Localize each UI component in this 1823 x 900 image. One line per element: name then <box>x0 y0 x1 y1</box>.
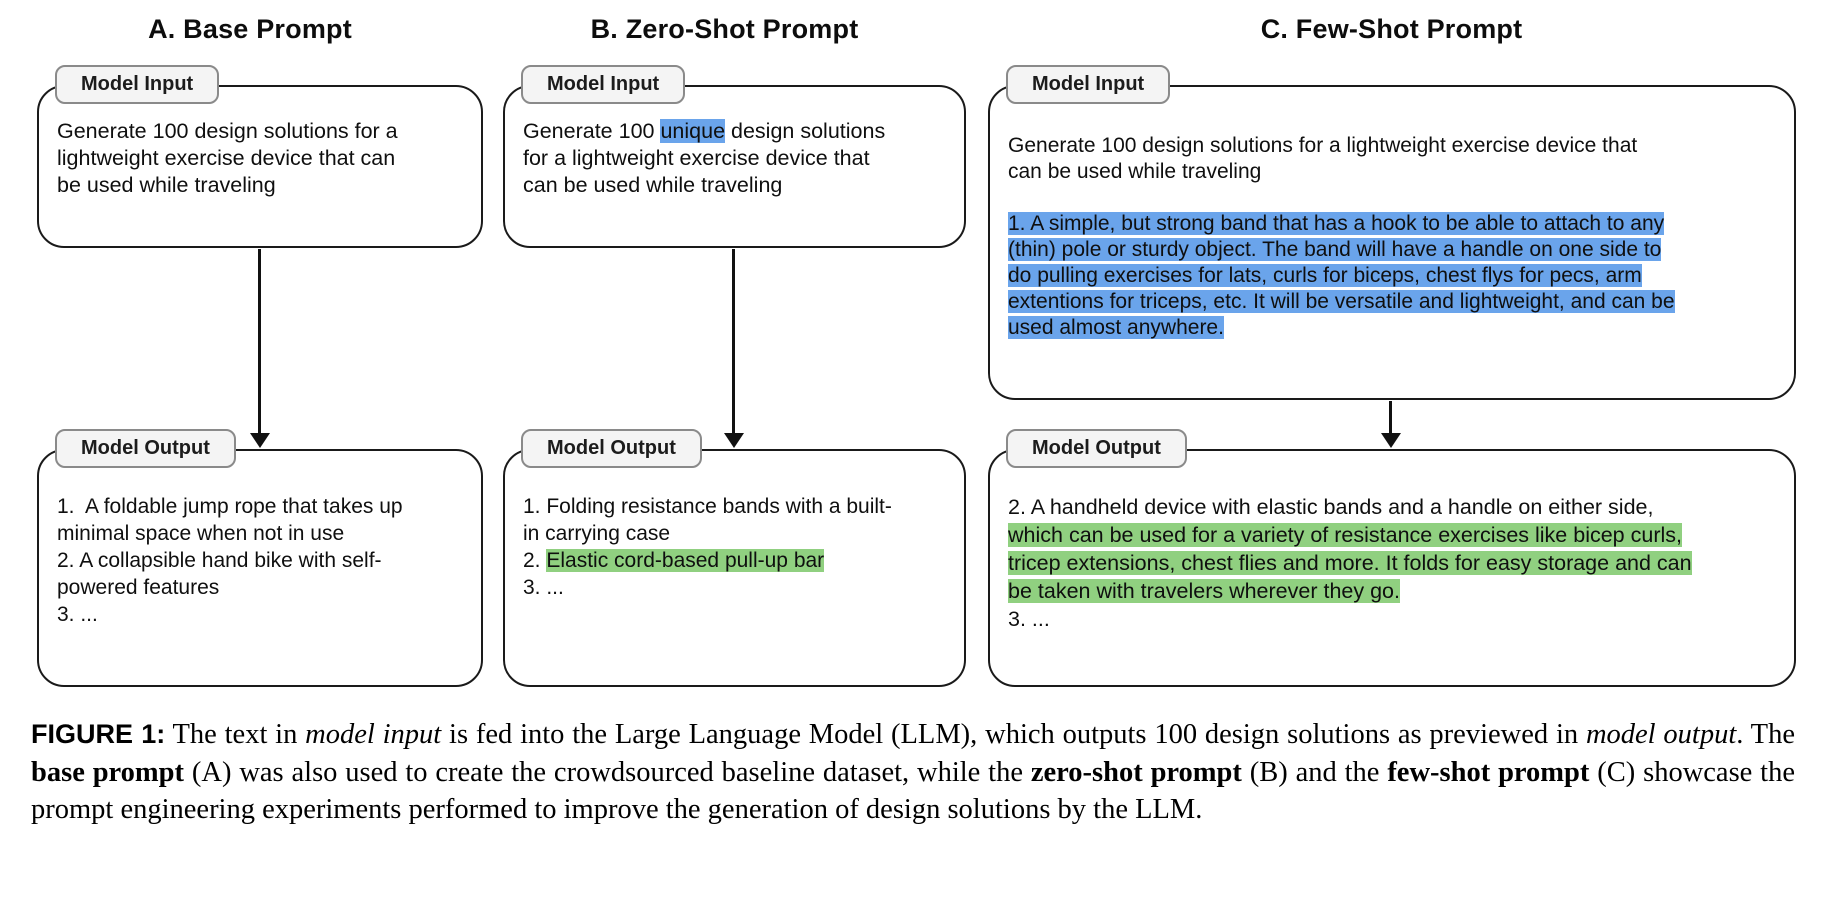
panel-a-arrow-line <box>258 249 261 434</box>
panel-b-down-arrow-icon <box>724 433 744 448</box>
panel-b-title: B. Zero-Shot Prompt <box>590 14 859 44</box>
panel-a-output-text: 1. A foldable jump rope that takes up mi… <box>39 451 481 628</box>
text-segment: 2. A handheld device with elastic bands … <box>1008 495 1654 519</box>
panel-a-output-box: Model Output 1. A foldable jump rope tha… <box>37 429 483 687</box>
panel-a-title: A. Base Prompt <box>148 14 352 44</box>
panel-c-down-arrow-icon <box>1381 433 1401 448</box>
model-input-tag: Model Input <box>521 65 686 104</box>
text-segment-green: Elastic cord-based pull-up bar <box>546 549 825 572</box>
panel-b-output-box: Model Output 1. Folding resistance bands… <box>503 429 966 687</box>
panel-c-output-text: 2. A handheld device with elastic bands … <box>990 451 1794 633</box>
model-output-tag: Model Output <box>1006 429 1187 468</box>
panel-b-arrow-line <box>732 249 735 434</box>
panel-c-input-box: Model Input Generate 100 design solution… <box>988 65 1796 400</box>
panel-c-output-box: Model Output 2. A handheld device with e… <box>988 429 1796 687</box>
text-segment-blue: 1. A simple, but strong band that has a … <box>1008 212 1675 339</box>
text-segment: Generate 100 design solutions for a ligh… <box>57 119 398 197</box>
text-segment: design solutions for a lightweight exerc… <box>523 119 886 197</box>
panel-c-input-text: Generate 100 design solutions for a ligh… <box>990 87 1794 341</box>
text-segment: . The <box>1736 719 1795 750</box>
figure-caption: FIGURE 1: The text in model input is fed… <box>31 716 1795 829</box>
model-output-tag: Model Output <box>55 429 236 468</box>
text-segment-figlabel: FIGURE 1: <box>31 719 166 749</box>
panel-a-down-arrow-icon <box>250 433 270 448</box>
text-segment: 3. ... <box>1008 607 1050 631</box>
text-segment: Generate 100 <box>523 119 661 143</box>
model-output-tag: Model Output <box>521 429 702 468</box>
panel-c-arrow-line <box>1389 401 1392 434</box>
panel-b-output-text: 1. Folding resistance bands with a built… <box>505 451 964 601</box>
model-input-tag: Model Input <box>1006 65 1171 104</box>
text-segment: is fed into the Large Language Model (LL… <box>441 719 1586 750</box>
model-input-tag: Model Input <box>55 65 220 104</box>
text-segment-bold: base prompt <box>31 756 185 788</box>
text-segment: (B) and the <box>1241 756 1388 788</box>
text-segment-green: which can be used for a variety of resis… <box>1008 523 1692 603</box>
panel-a-input-box: Model Input Generate 100 design solution… <box>37 65 483 248</box>
text-segment-bold: few-shot prompt <box>1387 756 1590 788</box>
text-segment: 3. ... <box>523 576 564 599</box>
text-segment-italic: model output <box>1585 719 1737 750</box>
text-segment: (C) showcase the prompt engineering expe… <box>31 756 1795 826</box>
text-segment-bold: zero-shot prompt <box>1030 756 1242 788</box>
panel-b-input-text: Generate 100 unique design solutions for… <box>505 87 964 199</box>
text-segment: 1. A foldable jump rope that takes up mi… <box>57 495 403 626</box>
text-segment: The text in <box>165 719 306 750</box>
panel-b-input-box: Model Input Generate 100 unique design s… <box>503 65 966 248</box>
text-segment-italic: model input <box>305 719 442 750</box>
panel-a-input-text: Generate 100 design solutions for a ligh… <box>39 87 481 199</box>
text-segment-blue: unique <box>660 119 726 143</box>
text-segment: 1. Folding resistance bands with a built… <box>523 495 892 572</box>
text-segment: Generate 100 design solutions for a ligh… <box>1008 134 1638 183</box>
text-segment: (A) was also used to create the crowdsou… <box>184 756 1031 788</box>
panel-c-title: C. Few-Shot Prompt <box>1260 14 1523 44</box>
